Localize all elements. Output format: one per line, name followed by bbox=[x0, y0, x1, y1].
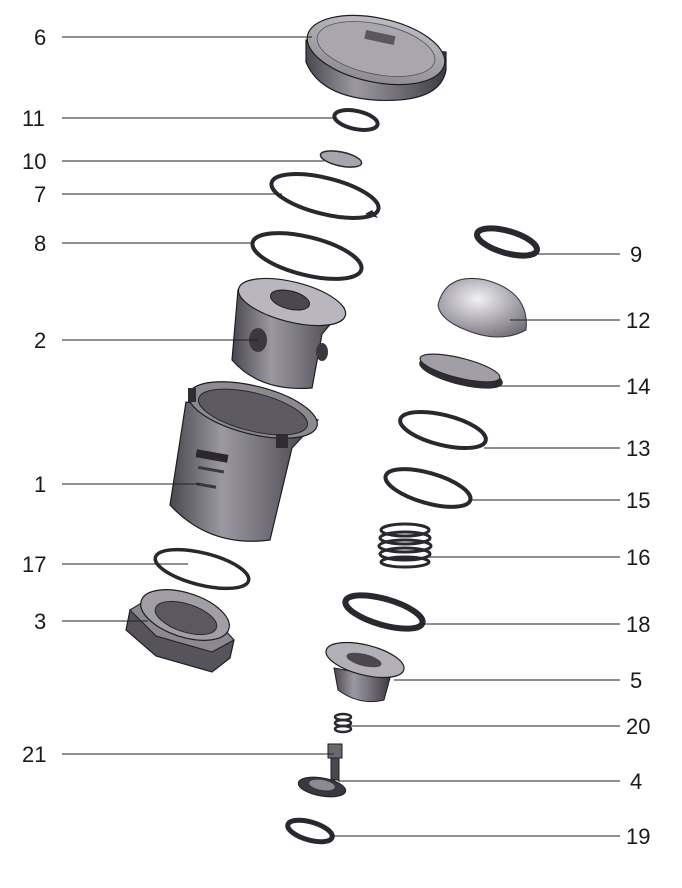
callout-15: 15 bbox=[626, 488, 650, 513]
callout-5: 5 bbox=[630, 668, 642, 693]
part-4-poppet bbox=[297, 776, 347, 798]
callout-12: 12 bbox=[626, 308, 650, 333]
callout-21: 21 bbox=[22, 742, 46, 767]
part-6-cap bbox=[305, 14, 447, 102]
part-10-disc bbox=[319, 150, 363, 168]
callout-6: 6 bbox=[34, 25, 46, 50]
callout-11: 11 bbox=[22, 106, 45, 131]
part-12-dome bbox=[437, 277, 527, 338]
callout-labels: 6 11 10 7 8 2 1 17 3 21 9 12 14 13 15 16… bbox=[22, 25, 650, 849]
callout-1: 1 bbox=[34, 472, 46, 497]
callout-13: 13 bbox=[626, 436, 650, 461]
part-18-ring bbox=[342, 592, 426, 632]
callout-19: 19 bbox=[626, 824, 650, 849]
callout-16: 16 bbox=[626, 545, 650, 570]
part-8-o-ring bbox=[250, 231, 364, 281]
callout-2: 2 bbox=[34, 328, 46, 353]
part-9-ring bbox=[474, 225, 540, 259]
callout-3: 3 bbox=[34, 609, 46, 634]
callout-9: 9 bbox=[630, 242, 642, 267]
callout-14: 14 bbox=[626, 374, 650, 399]
part-7-retaining-ring bbox=[269, 172, 381, 220]
callout-20: 20 bbox=[626, 714, 650, 739]
callout-4: 4 bbox=[630, 769, 642, 794]
part-17-o-ring bbox=[153, 547, 251, 591]
part-14-disc bbox=[419, 353, 503, 389]
part-21-stem bbox=[327, 743, 343, 781]
callout-17: 17 bbox=[22, 552, 46, 577]
part-5-seat bbox=[325, 641, 405, 703]
part-19-washer bbox=[285, 817, 335, 845]
part-13-o-ring bbox=[398, 409, 488, 451]
part-20-small-spring bbox=[333, 712, 353, 734]
callout-10: 10 bbox=[22, 149, 46, 174]
part-2-upper-body bbox=[231, 277, 347, 390]
part-16-spring bbox=[377, 522, 433, 569]
part-11-snap-ring bbox=[332, 108, 380, 132]
part-3-hex-nut bbox=[125, 589, 235, 673]
part-15-retaining-ring bbox=[383, 467, 473, 509]
leader-lines bbox=[62, 36, 620, 837]
callout-8: 8 bbox=[34, 231, 46, 256]
callout-18: 18 bbox=[626, 612, 650, 637]
callout-7: 7 bbox=[34, 182, 46, 207]
part-1-main-body bbox=[169, 381, 320, 542]
